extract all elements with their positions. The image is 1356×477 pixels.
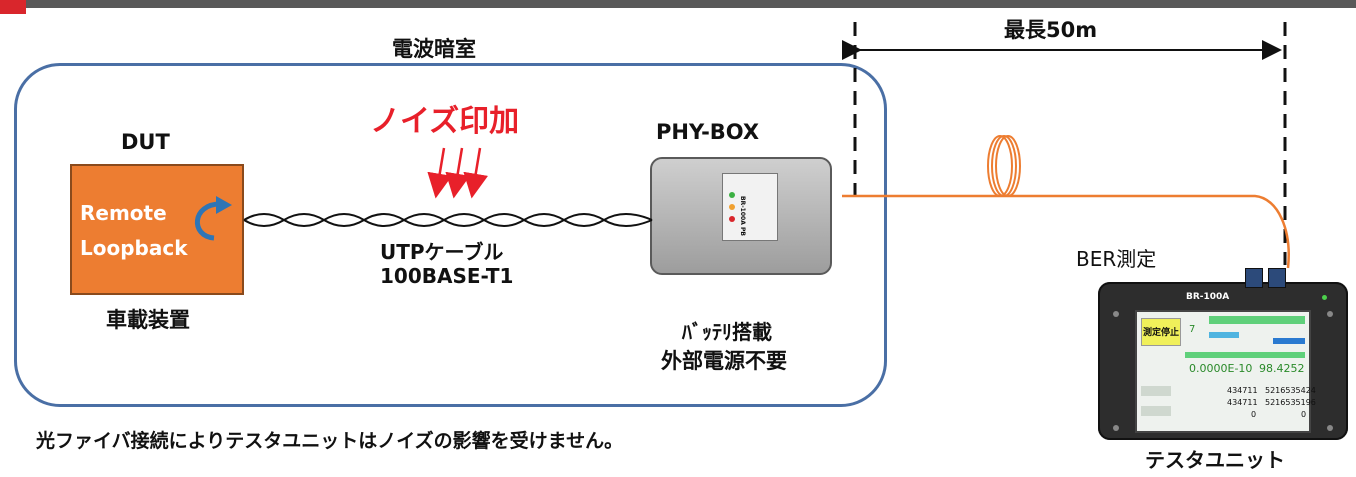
dut-box-line2: Loopback	[80, 236, 188, 260]
top-bar	[0, 0, 1356, 8]
led-orange-icon	[729, 204, 735, 210]
stop-measure-button[interactable]: 測定停止	[1141, 318, 1181, 346]
tester-screen: 測定停止 7 0.0000E-10 98.4252 434711 5216535…	[1135, 310, 1316, 433]
phybox-title: PHY-BOX	[656, 120, 760, 144]
ber-value: 0.0000E-10	[1189, 362, 1253, 375]
anechoic-chamber-frame	[14, 63, 887, 407]
led-green-icon	[729, 192, 735, 198]
status-blue-bar	[1273, 338, 1305, 344]
footnote: 光ファイバ接続によりテスタユニットはノイズの影響を受けません。	[36, 430, 624, 452]
cable-line1: UTPケーブル	[380, 240, 504, 264]
loopback-arrowhead-icon	[216, 196, 232, 214]
noise-arrow-3	[463, 147, 489, 199]
phybox-note1: ﾊﾞｯﾃﾘ搭載	[682, 320, 772, 344]
row2-col1: 434711	[1227, 398, 1258, 407]
chamber-title: 電波暗室	[392, 37, 476, 61]
percent-value: 98.4252	[1259, 362, 1305, 375]
fiber-coil-icon	[987, 135, 1021, 197]
tester-caption: テスタユニット	[1145, 448, 1285, 472]
fiber-connector-left	[1245, 268, 1263, 288]
dut-caption: 車載装置	[106, 308, 190, 332]
count-value: 7	[1189, 324, 1196, 335]
phybox-device: BR-100A PB	[650, 157, 832, 275]
tester-screws	[1113, 311, 1333, 431]
status-cyan-bar	[1209, 332, 1239, 338]
row3-col2: 0	[1301, 410, 1307, 419]
row3-col1: 0	[1251, 410, 1257, 419]
fiber-connector-right	[1268, 268, 1286, 288]
utp-cable	[243, 213, 653, 227]
status-green-bar	[1209, 316, 1305, 324]
dut-box	[70, 164, 244, 295]
loopback-arrow-icon	[195, 201, 221, 241]
dut-box-line1: Remote	[80, 201, 167, 225]
cable-line2: 100BASE-T1	[380, 264, 514, 288]
phybox-note2: 外部電源不要	[661, 349, 787, 373]
side-button-1[interactable]	[1141, 386, 1171, 396]
noise-arrow-2	[445, 147, 471, 199]
distance-label: 最長50m	[1004, 18, 1098, 42]
noise-arrow-1	[427, 147, 453, 199]
tester-model: BR-100A	[1186, 292, 1230, 302]
result-header-bar	[1185, 352, 1305, 358]
side-button-2[interactable]	[1141, 406, 1171, 416]
row1-col2: 5216535424	[1265, 386, 1316, 395]
phybox-device-label: BR-100A PB	[739, 196, 746, 236]
row1-col1: 434711	[1227, 386, 1258, 395]
row2-col2: 5216535196	[1265, 398, 1316, 407]
led-red-icon	[729, 216, 735, 222]
optical-fiber	[842, 194, 1290, 269]
phybox-label-panel: BR-100A PB	[722, 173, 778, 241]
ber-label: BER測定	[1076, 247, 1157, 271]
top-bar-accent	[0, 0, 26, 14]
power-led-icon	[1322, 295, 1327, 300]
dut-title: DUT	[121, 130, 170, 154]
noise-label: ノイズ印加	[370, 104, 520, 139]
